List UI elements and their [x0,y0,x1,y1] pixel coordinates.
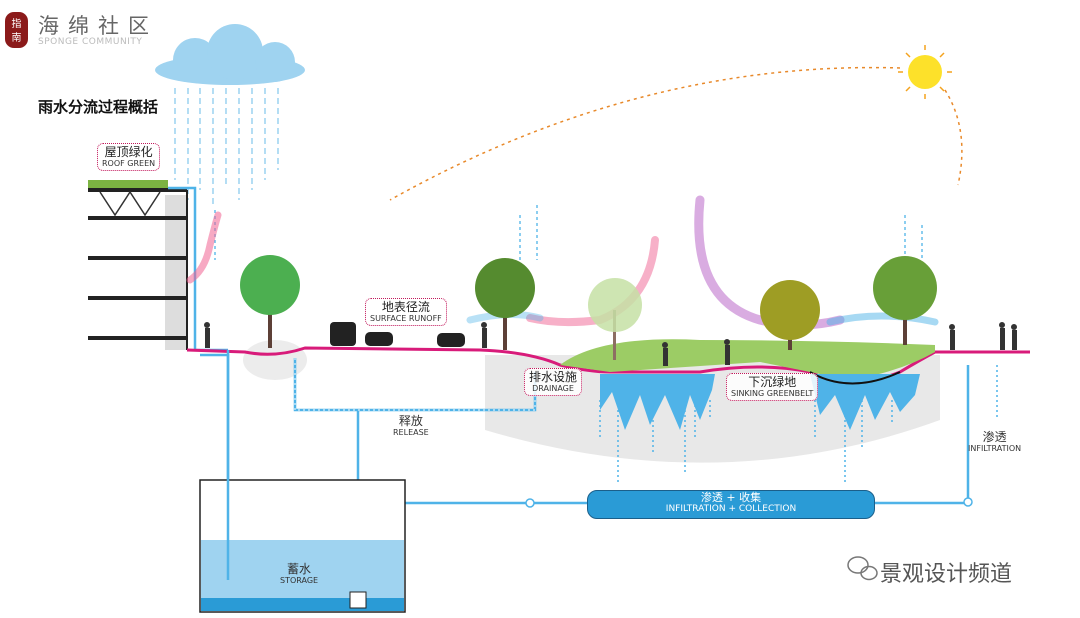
wechat-icon [847,556,878,581]
evaporation-arrows [214,205,923,260]
label-cn: 渗透 [982,430,1007,444]
label-en: INFILTRATION + COLLECTION [665,504,797,514]
label-surface-runoff: 地表径流 SURFACE RUNOFF [365,298,447,326]
lawn [560,339,935,380]
label-cn: 释放 [398,414,423,428]
label-infiltration: 渗透 INFILTRATION [968,430,1021,454]
label-storage: 蓄水 STORAGE [280,562,318,586]
label-roof-green: 屋顶绿化 ROOF GREEN [97,143,161,171]
svg-text:指: 指 [12,17,22,30]
label-release: 释放 RELEASE [393,414,429,438]
label-sinking-greenbelt: 下沉绿地 SINKING GREENBELT [726,373,819,401]
label-cn: 蓄水 [287,562,312,576]
label-cn: 地表径流 [381,300,430,314]
people [204,322,1017,366]
building [88,180,188,350]
label-drainage: 排水设施 DRAINAGE [524,368,583,396]
infiltration-collection-bar: 渗透 + 收集 INFILTRATION + COLLECTION [587,490,875,519]
trees [240,255,937,360]
watermark: 景观设计频道 [880,562,1013,587]
svg-text:南: 南 [12,31,22,44]
label-en: STORAGE [280,576,319,585]
cars [330,322,465,347]
sun-path-arrows [389,66,963,201]
label-en: INFILTRATION [968,444,1022,453]
vapor-plumes [186,195,939,330]
water-pools [600,374,920,430]
label-cn: 下沉绿地 [748,375,797,389]
label-en: DRAINAGE [532,384,574,393]
logo-title: 海绵社区 [38,14,158,38]
storage-tank [199,479,406,613]
tree-pit [243,340,307,380]
sun-icon [898,45,952,99]
diagram-title: 雨水分流过程概括 [38,98,159,116]
label-en: RELEASE [393,428,429,437]
label-en: ROOF GREEN [102,159,156,168]
rain [174,88,279,205]
logo-seal: 指 南 [5,12,28,48]
label-en: SURFACE RUNOFF [370,314,442,323]
label-cn: 排水设施 [529,370,578,384]
infiltration-arrows [599,365,998,500]
logo-subtitle: SPONGE COMMUNITY [38,37,143,47]
label-cn: 屋顶绿化 [104,145,153,159]
cloud-icon [155,24,305,85]
label-cn: 渗透 + 收集 [700,491,762,504]
label-en: SINKING GREENBELT [731,389,814,398]
